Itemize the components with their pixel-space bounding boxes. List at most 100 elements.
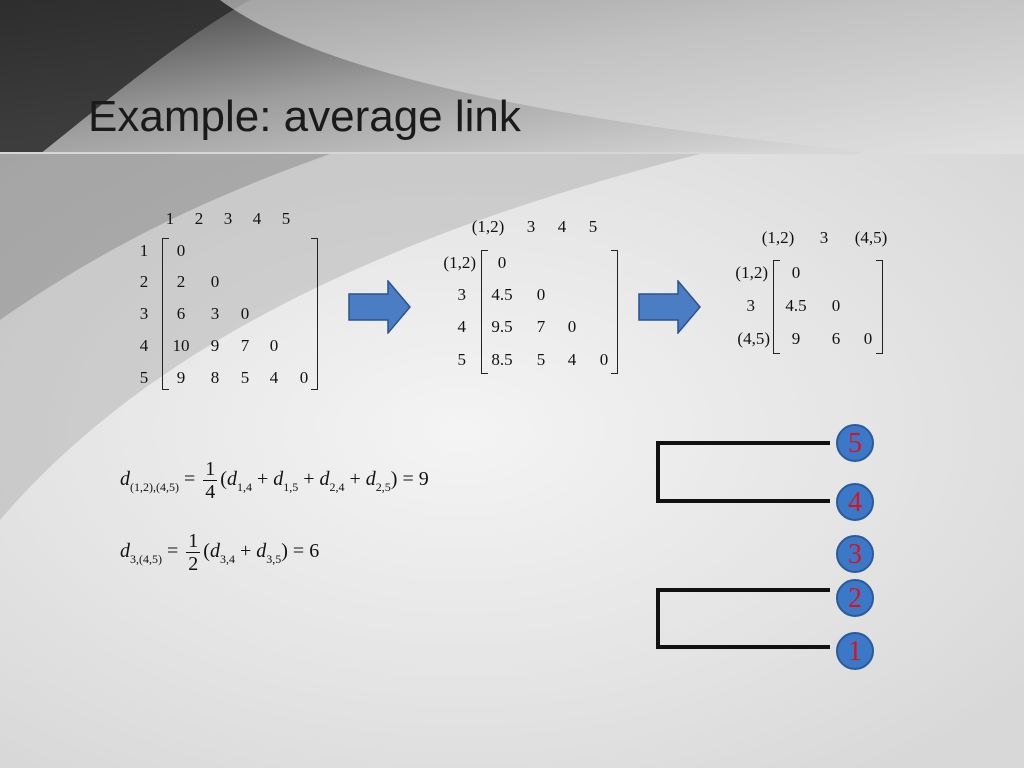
title-divider bbox=[0, 152, 860, 154]
row-header: 4 bbox=[139, 336, 149, 355]
matrix-cell: 0 bbox=[863, 329, 873, 348]
matrix-cell: 9.5 bbox=[491, 317, 513, 336]
matrix-cell: 5 bbox=[240, 368, 250, 387]
eq-subscript: 1,4 bbox=[236, 480, 252, 495]
eq-subscript: 3,5 bbox=[266, 552, 282, 567]
matrix-cell: 9 bbox=[210, 336, 220, 355]
col-header: 3 bbox=[526, 217, 536, 236]
eq-var: d bbox=[226, 468, 237, 491]
right-bracket bbox=[611, 250, 618, 374]
matrix-cell: 0 bbox=[599, 350, 609, 369]
col-header: 5 bbox=[281, 209, 291, 228]
left-bracket bbox=[773, 260, 780, 354]
col-header: (1,2) bbox=[471, 217, 505, 236]
matrix-cell: 0 bbox=[567, 317, 577, 336]
col-header: 3 bbox=[819, 228, 829, 247]
dendrogram-link-4-5 bbox=[656, 441, 830, 503]
matrix-cell: 8.5 bbox=[491, 350, 513, 369]
col-header: 4 bbox=[557, 217, 567, 236]
matrix-cell: 0 bbox=[210, 272, 220, 291]
dendrogram-leaf-1: 1 bbox=[836, 632, 874, 670]
matrix-cell: 3 bbox=[210, 304, 220, 323]
row-header: (1,2) bbox=[735, 263, 768, 282]
row-header: 3 bbox=[746, 296, 756, 315]
matrix-cell: 0 bbox=[240, 304, 250, 323]
row-header: 3 bbox=[457, 285, 467, 304]
matrix-cell: 7 bbox=[240, 336, 250, 355]
row-header: (4,5) bbox=[737, 329, 770, 348]
eq-subscript: (1,2),(4,5) bbox=[130, 480, 179, 495]
eq-subscript: 3,(4,5) bbox=[130, 552, 162, 567]
dendrogram-leaf-4: 4 bbox=[836, 483, 874, 521]
col-header: 1 bbox=[165, 209, 175, 228]
dendrogram-leaf-2: 2 bbox=[836, 579, 874, 617]
eq-result: 6 bbox=[309, 540, 320, 563]
matrix-cell: 4 bbox=[269, 368, 279, 387]
matrix-cell: 0 bbox=[299, 368, 309, 387]
matrix-cell: 4.5 bbox=[785, 296, 807, 315]
matrix-cell: 4.5 bbox=[491, 285, 513, 304]
eq-var: d bbox=[120, 540, 130, 563]
right-bracket bbox=[311, 238, 318, 390]
numerator: 1 bbox=[188, 530, 199, 552]
equals-sign: = bbox=[167, 540, 179, 563]
col-header: 3 bbox=[223, 209, 233, 228]
eq-subscript: 3,4 bbox=[219, 552, 235, 567]
dendrogram-link-1-2 bbox=[656, 588, 830, 649]
eq-var: d bbox=[273, 468, 284, 491]
matrix-cell: 8 bbox=[210, 368, 220, 387]
matrix-cell: 0 bbox=[497, 253, 507, 272]
row-header: 2 bbox=[139, 272, 149, 291]
row-header: 1 bbox=[139, 241, 149, 260]
col-header: (4,5) bbox=[854, 228, 888, 247]
matrix-cell: 9 bbox=[791, 329, 801, 348]
matrix-cell: 2 bbox=[176, 272, 186, 291]
eq-var: d bbox=[256, 540, 267, 563]
matrix-cell: 0 bbox=[176, 241, 186, 260]
dendrogram-leaf-5: 5 bbox=[836, 424, 874, 462]
right-arrow-icon bbox=[638, 280, 701, 334]
row-header: 5 bbox=[139, 368, 149, 387]
equals-sign: = bbox=[183, 468, 196, 491]
row-header: 3 bbox=[139, 304, 149, 323]
equals-sign: = bbox=[402, 468, 414, 491]
numerator: 1 bbox=[205, 458, 216, 480]
matrix-cell: 6 bbox=[831, 329, 841, 348]
matrix-cell: 9 bbox=[176, 368, 186, 387]
eq-var: d bbox=[365, 468, 376, 491]
eq-var: d bbox=[319, 468, 330, 491]
matrix-cell: 0 bbox=[536, 285, 546, 304]
slide-title: Example: average link bbox=[88, 92, 521, 141]
left-bracket bbox=[481, 250, 488, 374]
eq-result: 9 bbox=[418, 468, 429, 491]
col-header: 2 bbox=[194, 209, 204, 228]
right-arrow-icon bbox=[348, 280, 411, 334]
col-header: 4 bbox=[252, 209, 262, 228]
dendrogram-leaf-3: 3 bbox=[836, 535, 874, 573]
row-header: 4 bbox=[457, 317, 467, 336]
denominator: 2 bbox=[186, 552, 201, 575]
eq-subscript: 2,4 bbox=[329, 480, 345, 495]
matrix-cell: 6 bbox=[176, 304, 186, 323]
matrix-cell: 0 bbox=[831, 296, 841, 315]
eq-var: d bbox=[209, 540, 220, 563]
right-bracket bbox=[876, 260, 883, 354]
left-bracket bbox=[162, 238, 169, 390]
matrix-cell: 5 bbox=[536, 350, 546, 369]
equals-sign: = bbox=[292, 540, 305, 563]
col-header: 5 bbox=[588, 217, 598, 236]
row-header: (1,2) bbox=[443, 253, 476, 272]
matrix-cell: 0 bbox=[269, 336, 279, 355]
denominator: 4 bbox=[203, 480, 218, 503]
matrix-cell: 7 bbox=[536, 317, 546, 336]
row-header: 5 bbox=[457, 350, 467, 369]
matrix-cell: 4 bbox=[567, 350, 577, 369]
eq-subscript: 1,5 bbox=[283, 480, 299, 495]
eq-var: d bbox=[120, 468, 130, 491]
matrix-cell: 0 bbox=[791, 263, 801, 282]
